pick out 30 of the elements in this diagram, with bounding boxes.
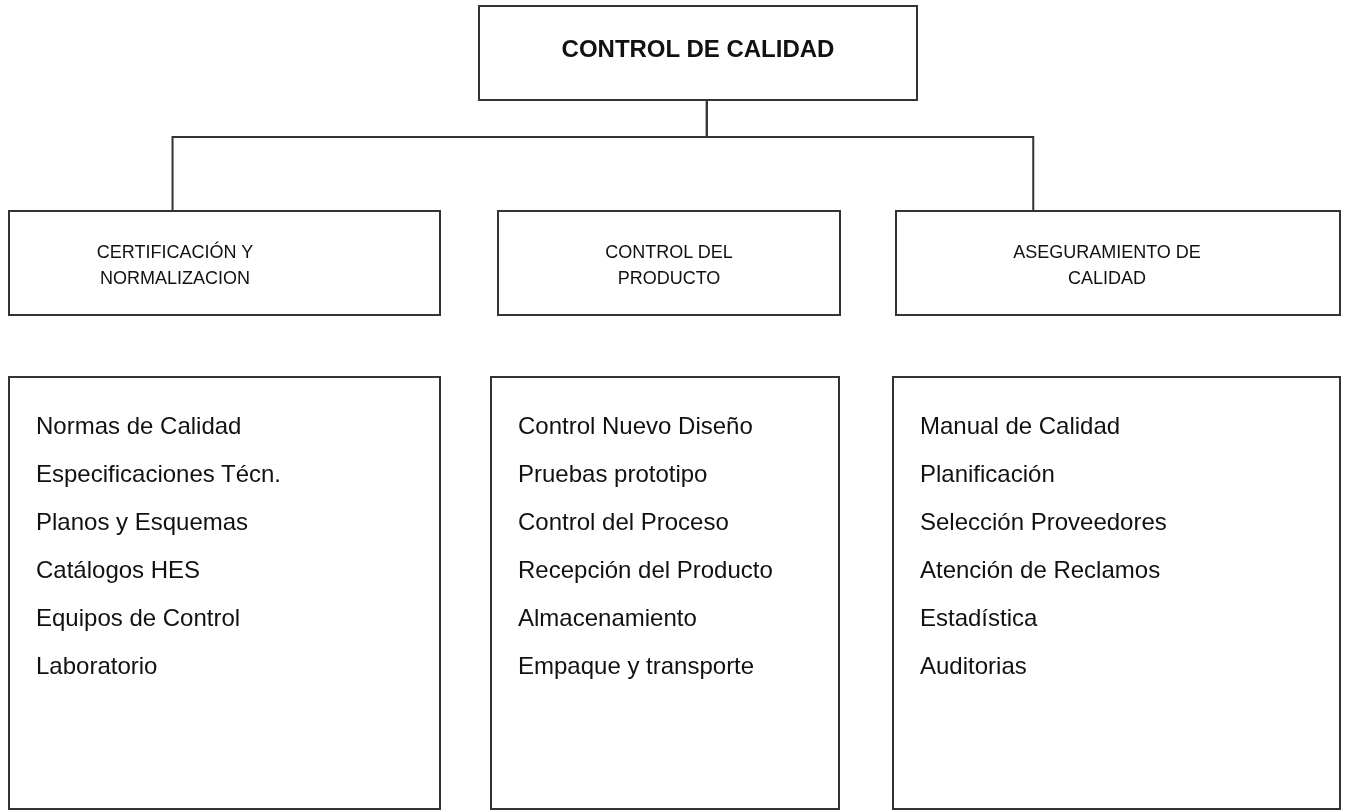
task-item: Atención de Reclamos [920, 556, 1161, 584]
department-box [497, 210, 841, 316]
task-item: Planos y Esquemas [36, 508, 249, 536]
task-list-box [8, 376, 441, 810]
department-box [895, 210, 1341, 316]
task-item: Pruebas prototipo [518, 460, 708, 488]
chart-title: CONTROL DE CALIDAD [560, 35, 836, 63]
title-box [478, 5, 918, 101]
task-item: Estadística [920, 604, 1038, 632]
task-item: Control Nuevo Diseño [518, 412, 753, 440]
task-item: Planificación [920, 460, 1055, 488]
task-item: Empaque y transporte [518, 652, 755, 680]
task-item: Especificaciones Técn. [36, 460, 281, 488]
connector-line [705, 100, 1035, 211]
task-item: Normas de Calidad [36, 412, 242, 440]
task-item: Manual de Calidad [920, 412, 1121, 440]
task-item: Auditorias [920, 652, 1027, 680]
department-name: ASEGURAMIENTO DE CALIDAD [1012, 241, 1202, 290]
task-list-box [892, 376, 1341, 810]
department-name: CONTROL DEL PRODUCTO [604, 241, 734, 290]
task-list-box [490, 376, 840, 810]
department-name: CERTIFICACIÓN Y NORMALIZACION [95, 240, 255, 290]
task-item: Almacenamiento [518, 604, 697, 632]
department-box [8, 210, 441, 316]
task-item: Selección Proveedores [920, 508, 1167, 536]
task-item: Laboratorio [36, 652, 158, 680]
task-item: Recepción del Producto [518, 556, 773, 584]
task-item: Equipos de Control [36, 604, 241, 632]
task-item: Catálogos HES [36, 556, 201, 584]
task-item: Control del Proceso [518, 508, 729, 536]
